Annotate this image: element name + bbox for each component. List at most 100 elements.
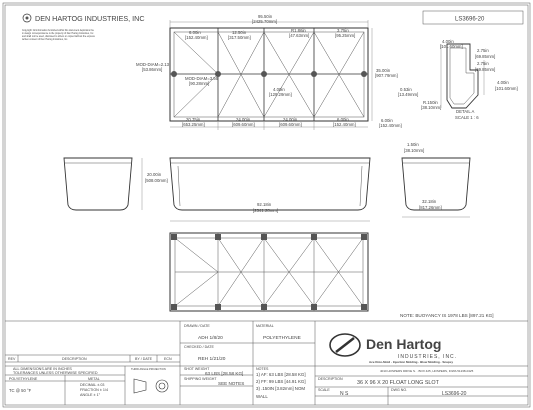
overall-length-mm: [2425.70mm]	[252, 19, 277, 24]
dimension-e1-mm: [152.40mm]	[379, 123, 402, 128]
inner-border	[4, 4, 529, 406]
drawing-id-box	[422, 10, 524, 25]
dimension-s1-mm: [13.49mm]	[398, 92, 418, 97]
dimension-b1: 20.75in	[186, 117, 201, 122]
buoyancy-note: NOTE: BUOYANCY IS 1978 LBS [897.21 KG]	[400, 313, 494, 318]
metal-tolerance-line: ANGLE ± 1°	[80, 393, 101, 397]
tolerance-line: ALL DIMENSIONS ARE IN INCHES	[13, 367, 72, 371]
dimension-e1: 6.00in	[381, 118, 393, 123]
metal-tolerance-line: DECIMAL ±.03	[80, 383, 104, 387]
company-logo-icon	[22, 13, 32, 23]
detail-dimension-c: 2.75in	[477, 61, 489, 66]
detail-dimension-d-mm: [101.60mm]	[495, 86, 518, 91]
detail-dimension-a-mm: [101.60mm]	[440, 44, 463, 49]
note-line: 3) .150IN [3.82mm] NOM	[256, 386, 305, 391]
rev-column-header: REV	[8, 357, 16, 361]
length-dimension-mm: [2341.28mm]	[253, 208, 278, 213]
dimension-b2-mm: [609.60mm]	[232, 122, 255, 127]
shipping-weight-label: SHIPPING WEIGHT	[184, 377, 217, 381]
notes-label: NOTES	[256, 367, 269, 371]
end-top-dimension-mm: [38.10mm]	[404, 148, 424, 153]
overall-length-dimension: 95.50in	[258, 14, 273, 19]
scale-label: SCALE	[318, 388, 330, 392]
drawn-by: ADH 1/8/20	[198, 335, 223, 341]
dwg-no: LS3696-20	[442, 391, 467, 397]
dimension-center-width-mm: [129.29mm]	[269, 92, 292, 97]
dimension-s1: 0.53in	[400, 87, 412, 92]
dwg-no-label: DWG NO.	[391, 388, 407, 392]
dimension-d4-mm: [95.25mm]	[335, 33, 355, 38]
height-dimension-mm: [508.00mm]	[145, 178, 168, 183]
detail-dimension-d: 4.00in	[497, 80, 509, 85]
title-block	[5, 320, 528, 405]
dimension-width-mm: [907.79mm]	[375, 73, 398, 78]
dimension-b3: 24.00in	[283, 117, 298, 122]
wall-label: WALL	[256, 394, 268, 399]
bottom-view	[169, 232, 369, 312]
shot-weight: 63 LBS [28.58 KG]	[205, 371, 243, 376]
dimension-dia2-mm: [90.28mm]	[189, 81, 209, 86]
copyright-line: in design correspondence is the property…	[22, 32, 94, 35]
metal-label: METAL	[88, 377, 100, 381]
checked-label: CHECKED / DATE	[184, 345, 214, 349]
brand-tagline: Ace Roto-Mold · Injection Molding · Blow…	[369, 360, 453, 364]
dimension-dia1-mm: [53.86mm]	[142, 67, 162, 72]
dimension-dia1: MOD-DIAM=2.13	[136, 62, 170, 67]
detail-dimension-a: 4.00in	[442, 39, 454, 44]
front-view	[141, 157, 371, 222]
right-end-view	[401, 157, 471, 218]
third-angle-label: THIRD ANGLE PROJECTION	[131, 367, 166, 371]
dimension-center-width: 4.00in	[273, 87, 285, 92]
end-width-dimension: 32.18in	[422, 199, 437, 204]
dimension-d2-mm: [317.50mm]	[228, 35, 251, 40]
dimension-d3: R1.86in	[291, 28, 306, 33]
copyright-line: written consent of Den Hartog Industries…	[22, 38, 68, 41]
copyright-line: Copyright: All information furnished wit…	[22, 29, 95, 32]
part-description: 36 X 96 X 20 FLOAT LONG SLOT	[357, 380, 440, 386]
dimension-b2: 24.00in	[236, 117, 251, 122]
material-value: POLYETHYLENE	[263, 335, 301, 341]
top-view-dimension-lines	[169, 20, 373, 130]
third-angle-projection-icon	[133, 378, 169, 394]
dimension-d3-mm: [47.63mm]	[289, 33, 309, 38]
tolerance-line: TOLERANCES UNLESS OTHERWISE SPECIFIED	[13, 371, 98, 375]
note-line: 1) AF: 63 LBS [28.58 KG]	[256, 372, 306, 377]
dimension-d4: 3.75in	[337, 28, 349, 33]
metal-tolerance-line: FRACTION ± 1/4	[80, 388, 108, 392]
brand-subtitle: INDUSTRIES, INC.	[398, 354, 457, 360]
length-dimension: 92.18in	[257, 202, 272, 207]
shot-weight-label: SHOT WEIGHT	[184, 367, 210, 371]
dimension-d2: 12.50in	[232, 30, 247, 35]
dimension-r1-mm: [38.10mm]	[421, 105, 441, 110]
left-end-view	[63, 157, 133, 211]
end-width-dimension-mm: [817.26mm]	[419, 205, 442, 210]
top-view	[169, 27, 369, 122]
material-label: MATERIAL	[256, 324, 274, 328]
description-box-label: DESCRIPTION	[318, 377, 343, 381]
detail-dimension-c-mm: [69.85mm]	[475, 67, 495, 72]
copyright-line: and shall not be used, disclosed to othe…	[22, 35, 96, 38]
detail-dimension-b: 2.75in	[477, 48, 489, 53]
tolerance-value: TC @ 50 °F	[9, 388, 32, 393]
detail-a-view	[440, 43, 485, 109]
dimension-d1: 6.00in	[189, 30, 201, 35]
dimension-r1: R.150in	[423, 100, 438, 105]
by-date-column-header: BY / DATE	[135, 357, 153, 361]
brand-name: Den Hartog	[366, 336, 441, 352]
detail-label: DETAIL A	[456, 109, 475, 114]
dimension-width: 35.00in	[376, 68, 391, 73]
dimension-dia2: MOD-DIAM=3.56	[185, 76, 219, 81]
dimension-b4: 6.00in	[337, 117, 349, 122]
ecn-column-header: ECN	[164, 357, 172, 361]
dimension-b4-mm: [152.40mm]	[333, 122, 356, 127]
tolerance-material: POLYETHYLENE	[9, 377, 38, 381]
dimension-b1-mm: [653.25mm]	[182, 122, 205, 127]
detail-scale: SCALE 1 : 6	[455, 115, 479, 120]
scale-value: N S	[340, 391, 349, 397]
end-top-dimension: 1.50in	[407, 142, 419, 147]
dimension-b3-mm: [609.60mm]	[279, 122, 302, 127]
detail-dimension-b-mm: [69.85mm]	[475, 54, 495, 59]
company-name: DEN HARTOG INDUSTRIES, INC	[35, 14, 145, 23]
